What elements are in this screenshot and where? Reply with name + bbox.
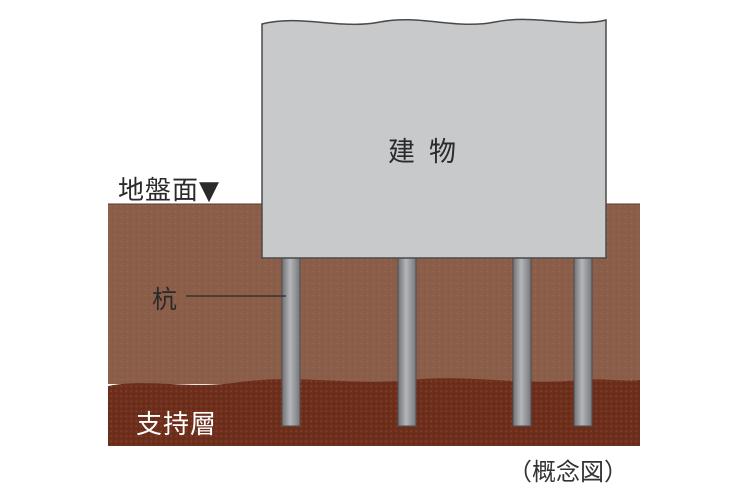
pile-label: 杭	[152, 285, 178, 314]
building-label: 建物	[388, 137, 470, 168]
diagram-caption: （概念図）	[508, 458, 628, 486]
building-body	[261, 18, 607, 259]
ground-level-label: 地盤面▼	[118, 176, 220, 206]
bearing-layer-label: 支持層	[136, 410, 218, 440]
pile-4	[573, 255, 593, 427]
pile-3	[512, 255, 532, 427]
bearing-layer	[108, 378, 640, 446]
pile-1	[281, 255, 301, 427]
pile-2	[397, 255, 417, 427]
